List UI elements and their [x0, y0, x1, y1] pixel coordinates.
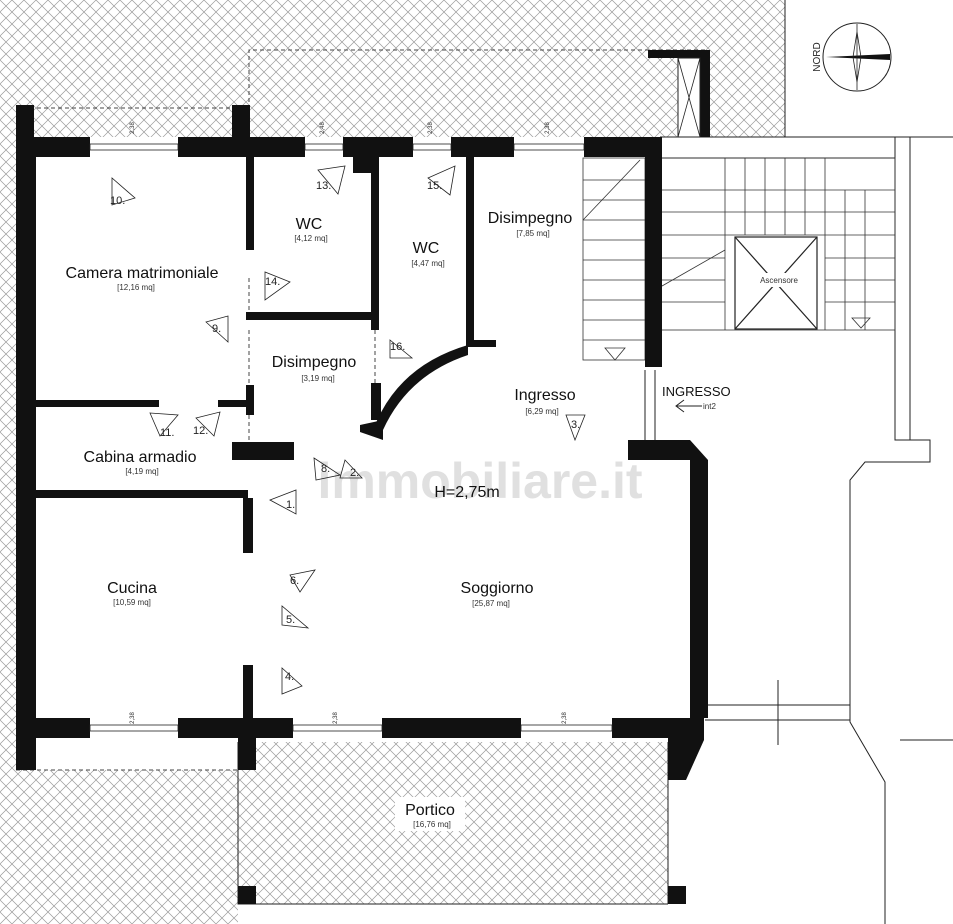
svg-text:2,38: 2,38	[333, 712, 339, 724]
compass-label: NORD	[812, 42, 823, 71]
elevator-label-bg	[755, 273, 797, 287]
svg-text:[25,87 mq]: [25,87 mq]	[472, 599, 510, 608]
svg-text:1.: 1.	[286, 499, 295, 511]
hatched-garden	[0, 0, 785, 924]
entrance-sub: int2	[703, 402, 716, 411]
svg-text:2,48: 2,48	[320, 122, 326, 134]
svg-text:2,38: 2,38	[562, 712, 568, 724]
compass-icon	[822, 22, 892, 92]
svg-text:WC: WC	[413, 240, 440, 257]
curved-wall	[375, 345, 468, 430]
svg-text:Disimpegno: Disimpegno	[272, 354, 357, 371]
svg-text:[12,16 mq]: [12,16 mq]	[117, 283, 155, 292]
svg-text:11.: 11.	[160, 427, 174, 439]
svg-text:Soggiorno: Soggiorno	[461, 580, 534, 597]
svg-text:Cucina: Cucina	[107, 580, 157, 597]
svg-text:Disimpegno: Disimpegno	[488, 210, 573, 227]
svg-text:14.: 14.	[265, 276, 280, 288]
svg-text:5.: 5.	[286, 614, 295, 626]
svg-text:Portico: Portico	[405, 802, 455, 819]
svg-text:[10,59 mq]: [10,59 mq]	[113, 598, 151, 607]
svg-text:4.: 4.	[285, 671, 294, 683]
svg-text:[6,29 mq]: [6,29 mq]	[525, 407, 558, 416]
windows	[89, 143, 613, 732]
svg-text:[4,12 mq]: [4,12 mq]	[294, 234, 327, 243]
watermark: immobiliare.it	[317, 453, 642, 509]
svg-text:10.: 10.	[110, 195, 125, 207]
svg-text:Camera matrimoniale: Camera matrimoniale	[66, 265, 219, 282]
svg-text:8.: 8.	[321, 463, 330, 475]
room-wc1: WC [4,12 mq]	[294, 216, 327, 243]
room-camera: Camera matrimoniale [12,16 mq]	[66, 265, 219, 292]
svg-text:2,38: 2,38	[545, 122, 551, 134]
entrance-arrow-icon	[675, 399, 702, 413]
svg-text:3.: 3.	[571, 419, 580, 431]
entrance-label: INGRESSO	[662, 384, 731, 399]
svg-text:16.: 16.	[390, 341, 405, 353]
svg-text:[4,19 mq]: [4,19 mq]	[125, 467, 158, 476]
svg-text:[3,19 mq]: [3,19 mq]	[301, 374, 334, 383]
svg-text:2,38: 2,38	[130, 712, 136, 724]
svg-text:13.: 13.	[316, 180, 331, 192]
svg-text:Ingresso: Ingresso	[514, 387, 575, 404]
photo-markers	[111, 165, 586, 695]
walls	[16, 105, 708, 780]
ceiling-height-label: H=2,75m	[434, 484, 499, 501]
svg-text:[16,76 mq]: [16,76 mq]	[413, 820, 451, 829]
room-soggiorno: Soggiorno [25,87 mq]	[461, 580, 534, 608]
elevator-label: Ascensore	[760, 276, 798, 285]
window-dimension-labels: 2,38 2,48 2,38 2,38 2,38 2,38 2,38	[130, 122, 568, 724]
room-wc2: WC [4,47 mq]	[411, 240, 444, 268]
room-cabina: Cabina armadio [4,19 mq]	[84, 449, 197, 476]
svg-text:9.: 9.	[212, 323, 221, 335]
room-disimpegno-2: Disimpegno [3,19 mq]	[272, 354, 357, 383]
svg-text:2,38: 2,38	[428, 122, 434, 134]
svg-text:6.: 6.	[290, 575, 299, 587]
room-ingresso: Ingresso [6,29 mq]	[514, 387, 575, 416]
svg-text:WC: WC	[296, 216, 323, 233]
staircase	[582, 157, 896, 361]
svg-text:15.: 15.	[427, 180, 442, 192]
svg-text:2.: 2.	[350, 467, 359, 479]
svg-text:[7,85 mq]: [7,85 mq]	[516, 229, 549, 238]
photo-marker-labels: 1. 2. 3. 4. 5. 6. 8. 9. 10. 11. 12. 13. …	[110, 180, 580, 683]
room-cucina: Cucina [10,59 mq]	[107, 580, 157, 607]
svg-text:2,38: 2,38	[130, 122, 136, 134]
chimney	[648, 50, 710, 138]
svg-text:12.: 12.	[193, 425, 208, 437]
svg-text:[4,47 mq]: [4,47 mq]	[411, 259, 444, 268]
svg-text:Cabina armadio: Cabina armadio	[84, 449, 197, 466]
room-portico: Portico [16,76 mq]	[395, 797, 465, 831]
room-disimpegno-1: Disimpegno [7,85 mq]	[488, 210, 573, 238]
